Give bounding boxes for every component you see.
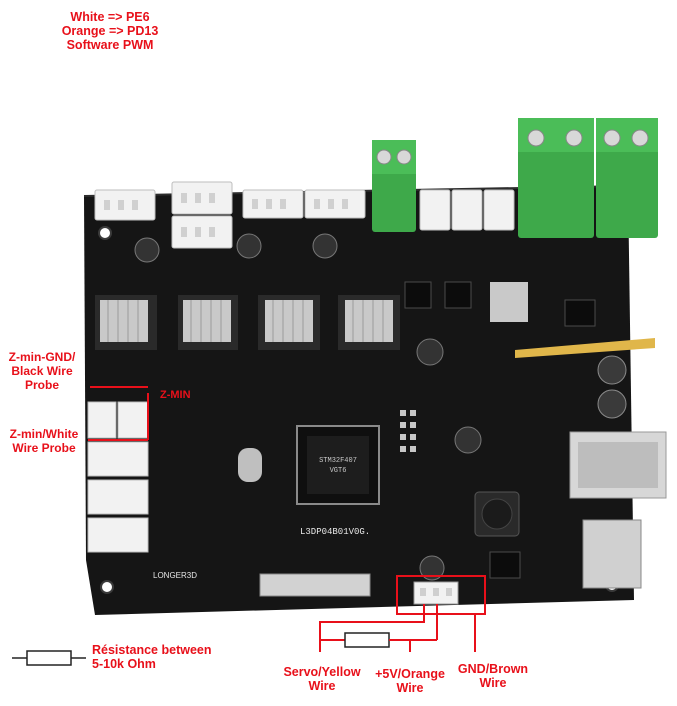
- connector-pins: [104, 193, 348, 237]
- crystal: [238, 448, 262, 482]
- v5-wire-label: +5V/Orange Wire: [375, 667, 445, 695]
- sd-card-slot: [582, 519, 642, 589]
- pin-header: [400, 410, 416, 452]
- silkscreen-model: L3DP04B01V0G.: [300, 527, 370, 537]
- endstop-connectors: [87, 401, 149, 553]
- capacitors: [134, 233, 627, 581]
- svg-text:STM32F407: STM32F407: [319, 457, 357, 465]
- silkscreen-brand: LONGER3D: [153, 571, 197, 580]
- small-ics: [404, 281, 596, 579]
- pin-map-line-2: Orange => PD13: [61, 24, 159, 38]
- pin-map-annotation: White => PE6 Orange => PD13 Software PWM: [40, 10, 180, 52]
- servo-wire-label: Servo/Yellow Wire: [283, 665, 361, 693]
- wiring-resistor: [320, 632, 437, 648]
- gnd-wire-label: GND/Brown Wire: [457, 662, 529, 690]
- resistor-note: Résistance between 5-10k Ohm: [92, 643, 212, 671]
- zmin-gnd-label: Z-min-GND/ Black Wire Probe: [8, 350, 76, 392]
- zmin-port-label: Z-MIN: [160, 389, 191, 401]
- svg-text:VGT6: VGT6: [330, 467, 347, 475]
- annotation-lines: [88, 386, 486, 652]
- pin-map-line-1: White => PE6: [70, 10, 150, 24]
- lcd-connector: [259, 573, 371, 597]
- yellow-component: [515, 338, 655, 358]
- driver-heatsinks: [95, 282, 528, 350]
- screw-terminals: [372, 118, 658, 238]
- zmin-white-label: Z-min/White Wire Probe: [9, 427, 79, 455]
- top-connectors: [94, 181, 515, 249]
- pin-map-line-3: Software PWM: [66, 38, 154, 52]
- legend-resistor: [12, 650, 86, 666]
